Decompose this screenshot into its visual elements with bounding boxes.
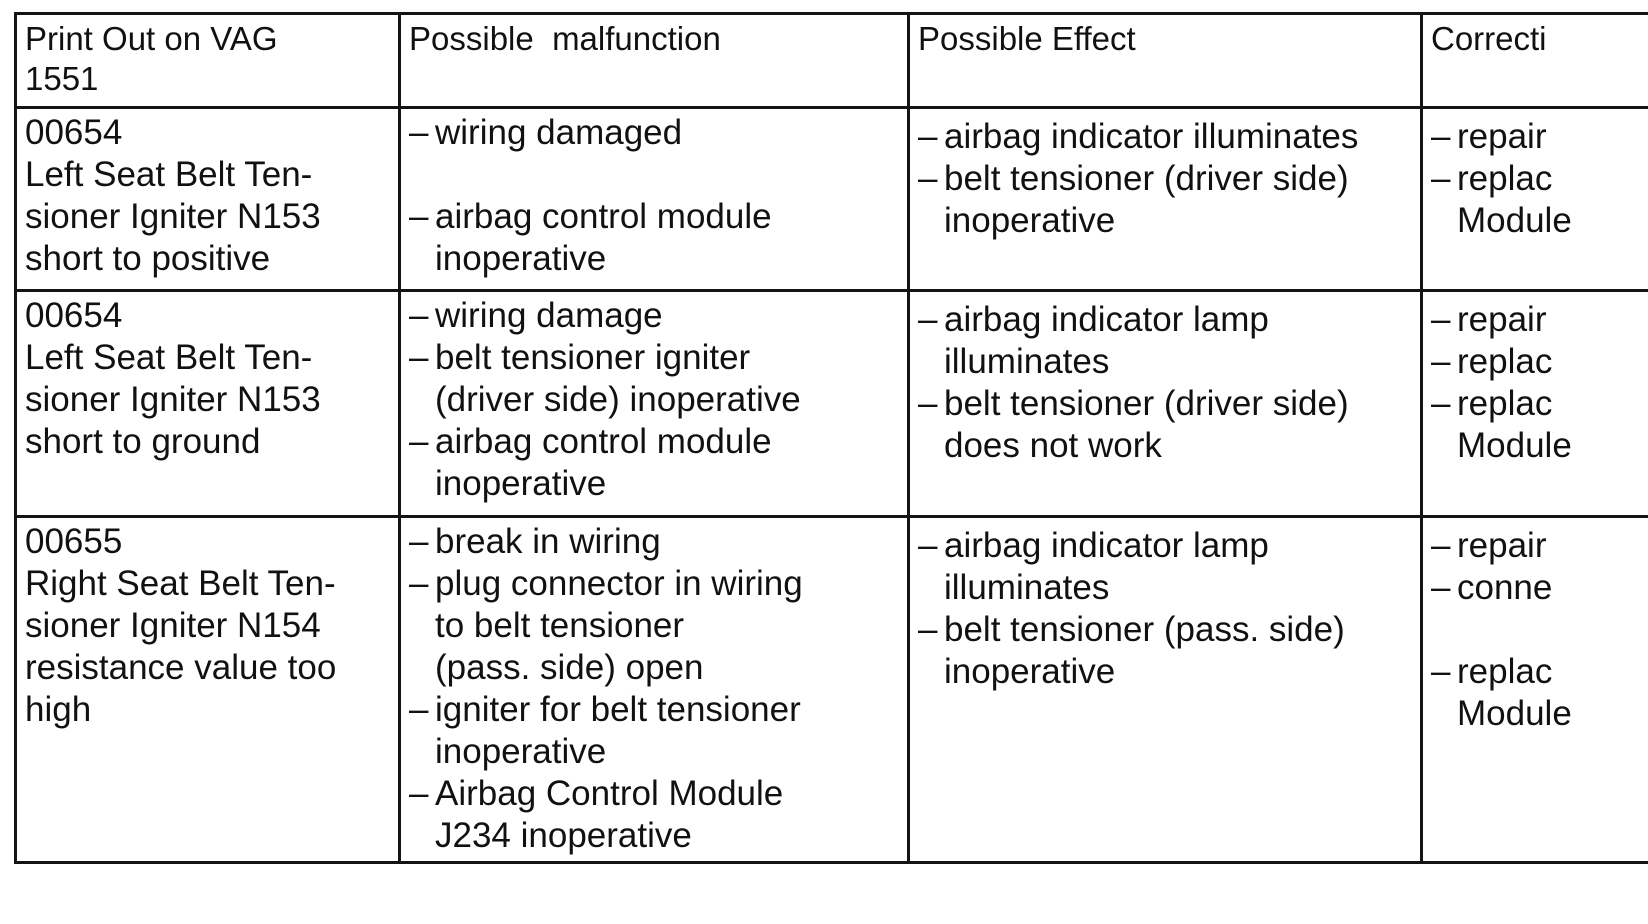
item-line: replac bbox=[1457, 159, 1553, 198]
table-header-row: Print Out on VAG 1551 Possible malfuncti… bbox=[14, 12, 1648, 109]
fault-description-line: Right Seat Belt Ten- bbox=[25, 564, 336, 603]
fault-description-line: short to positive bbox=[25, 239, 271, 278]
item-line: airbag indicator illuminates bbox=[944, 117, 1359, 156]
item-line: to belt tensioner bbox=[435, 606, 685, 645]
list-item: repair bbox=[1431, 116, 1648, 158]
item-line: Module bbox=[1457, 201, 1572, 240]
item-line: Airbag Control Module bbox=[435, 774, 784, 813]
item-line: plug connector in wiring bbox=[435, 564, 803, 603]
header-printout-line: 1551 bbox=[25, 60, 99, 97]
item-line: inoperative bbox=[435, 464, 607, 503]
fault-description-line: Left Seat Belt Ten- bbox=[25, 338, 313, 377]
item-line: airbag control module bbox=[435, 197, 772, 236]
item-line: belt tensioner (pass. side) bbox=[944, 610, 1345, 649]
list-item: belt tensioner igniter(driver side) inop… bbox=[409, 337, 901, 421]
item-line: inoperative bbox=[944, 652, 1116, 691]
item-line: airbag indicator lamp bbox=[944, 300, 1269, 339]
item-line: repair bbox=[1457, 117, 1547, 156]
fault-description-line: sioner Igniter N153 bbox=[25, 380, 321, 419]
item-line: replac bbox=[1457, 384, 1553, 423]
item-line: replac bbox=[1457, 652, 1553, 691]
header-correction: Correcti bbox=[1420, 12, 1648, 109]
item-line: break in wiring bbox=[435, 522, 661, 561]
item-line: illuminates bbox=[944, 568, 1110, 607]
item-line: J234 inoperative bbox=[435, 816, 692, 855]
item-line: belt tensioner (driver side) bbox=[944, 159, 1349, 198]
header-printout: Print Out on VAG 1551 bbox=[14, 12, 401, 109]
printout-cell: 00654 Left Seat Belt Ten- sioner Igniter… bbox=[14, 106, 401, 292]
item-line: repair bbox=[1457, 300, 1547, 339]
item-line: (pass. side) open bbox=[435, 648, 704, 687]
header-printout-line: Print Out on VAG bbox=[25, 20, 278, 57]
list-item: repair bbox=[1431, 525, 1648, 567]
item-line: inoperative bbox=[435, 239, 607, 278]
item-line: wiring damaged bbox=[435, 113, 683, 152]
fault-description-line: sioner Igniter N154 bbox=[25, 606, 321, 645]
item-line: airbag control module bbox=[435, 422, 772, 461]
item-line: repair bbox=[1457, 526, 1547, 565]
item-line: belt tensioner (driver side) bbox=[944, 384, 1349, 423]
fault-description-line: short to ground bbox=[25, 422, 261, 461]
list-item: replac bbox=[1431, 341, 1648, 383]
item-line: inoperative bbox=[944, 201, 1116, 240]
table-row: 00655 Right Seat Belt Ten- sioner Ignite… bbox=[14, 515, 1648, 864]
table-row: 00654 Left Seat Belt Ten- sioner Igniter… bbox=[14, 289, 1648, 518]
fault-code: 00654 bbox=[25, 296, 123, 335]
item-line: Module bbox=[1457, 694, 1572, 733]
list-item: repair bbox=[1431, 299, 1648, 341]
item-line: Module bbox=[1457, 426, 1572, 465]
item-line: replac bbox=[1457, 342, 1553, 381]
list-item: belt tensioner (pass. side)inoperative bbox=[918, 609, 1414, 693]
item-line: airbag indicator lamp bbox=[944, 526, 1269, 565]
fault-description-line: resistance value too bbox=[25, 648, 337, 687]
list-item: wiring damage bbox=[409, 295, 901, 337]
item-line: inoperative bbox=[435, 732, 607, 771]
list-item: belt tensioner (driver side)inoperative bbox=[918, 158, 1414, 242]
item-line: wiring damage bbox=[435, 296, 663, 335]
item-line: belt tensioner igniter bbox=[435, 338, 751, 377]
fault-description-line: Left Seat Belt Ten- bbox=[25, 155, 313, 194]
list-item: conne bbox=[1431, 567, 1648, 609]
list-item: wiring damaged bbox=[409, 112, 901, 154]
item-line: conne bbox=[1457, 568, 1553, 607]
header-effect: Possible Effect bbox=[907, 12, 1423, 109]
list-item: airbag indicator illuminates bbox=[918, 116, 1414, 158]
malfunction-cell: wiring damaged airbag control moduleinop… bbox=[398, 106, 910, 292]
effect-cell: airbag indicator illuminates belt tensio… bbox=[907, 106, 1423, 292]
printout-cell: 00654 Left Seat Belt Ten- sioner Igniter… bbox=[14, 289, 401, 518]
list-item: belt tensioner (driver side)does not wor… bbox=[918, 383, 1414, 467]
item-line: illuminates bbox=[944, 342, 1110, 381]
table-row: 00654 Left Seat Belt Ten- sioner Igniter… bbox=[14, 106, 1648, 292]
malfunction-cell: wiring damage belt tensioner igniter(dri… bbox=[398, 289, 910, 518]
item-line: igniter for belt tensioner bbox=[435, 690, 801, 729]
item-line: does not work bbox=[944, 426, 1162, 465]
printout-cell: 00655 Right Seat Belt Ten- sioner Ignite… bbox=[14, 515, 401, 864]
fault-description-line: high bbox=[25, 690, 92, 729]
diagnostic-table: Print Out on VAG 1551 Possible malfuncti… bbox=[14, 12, 1648, 864]
fault-code: 00654 bbox=[25, 113, 123, 152]
list-item: break in wiring bbox=[409, 521, 901, 563]
item-line: (driver side) inoperative bbox=[435, 380, 801, 419]
fault-code: 00655 bbox=[25, 522, 123, 561]
malfunction-cell: break in wiring plug connector in wiring… bbox=[398, 515, 910, 864]
fault-description-line: sioner Igniter N153 bbox=[25, 197, 321, 236]
header-malfunction: Possible malfunction bbox=[398, 12, 910, 109]
